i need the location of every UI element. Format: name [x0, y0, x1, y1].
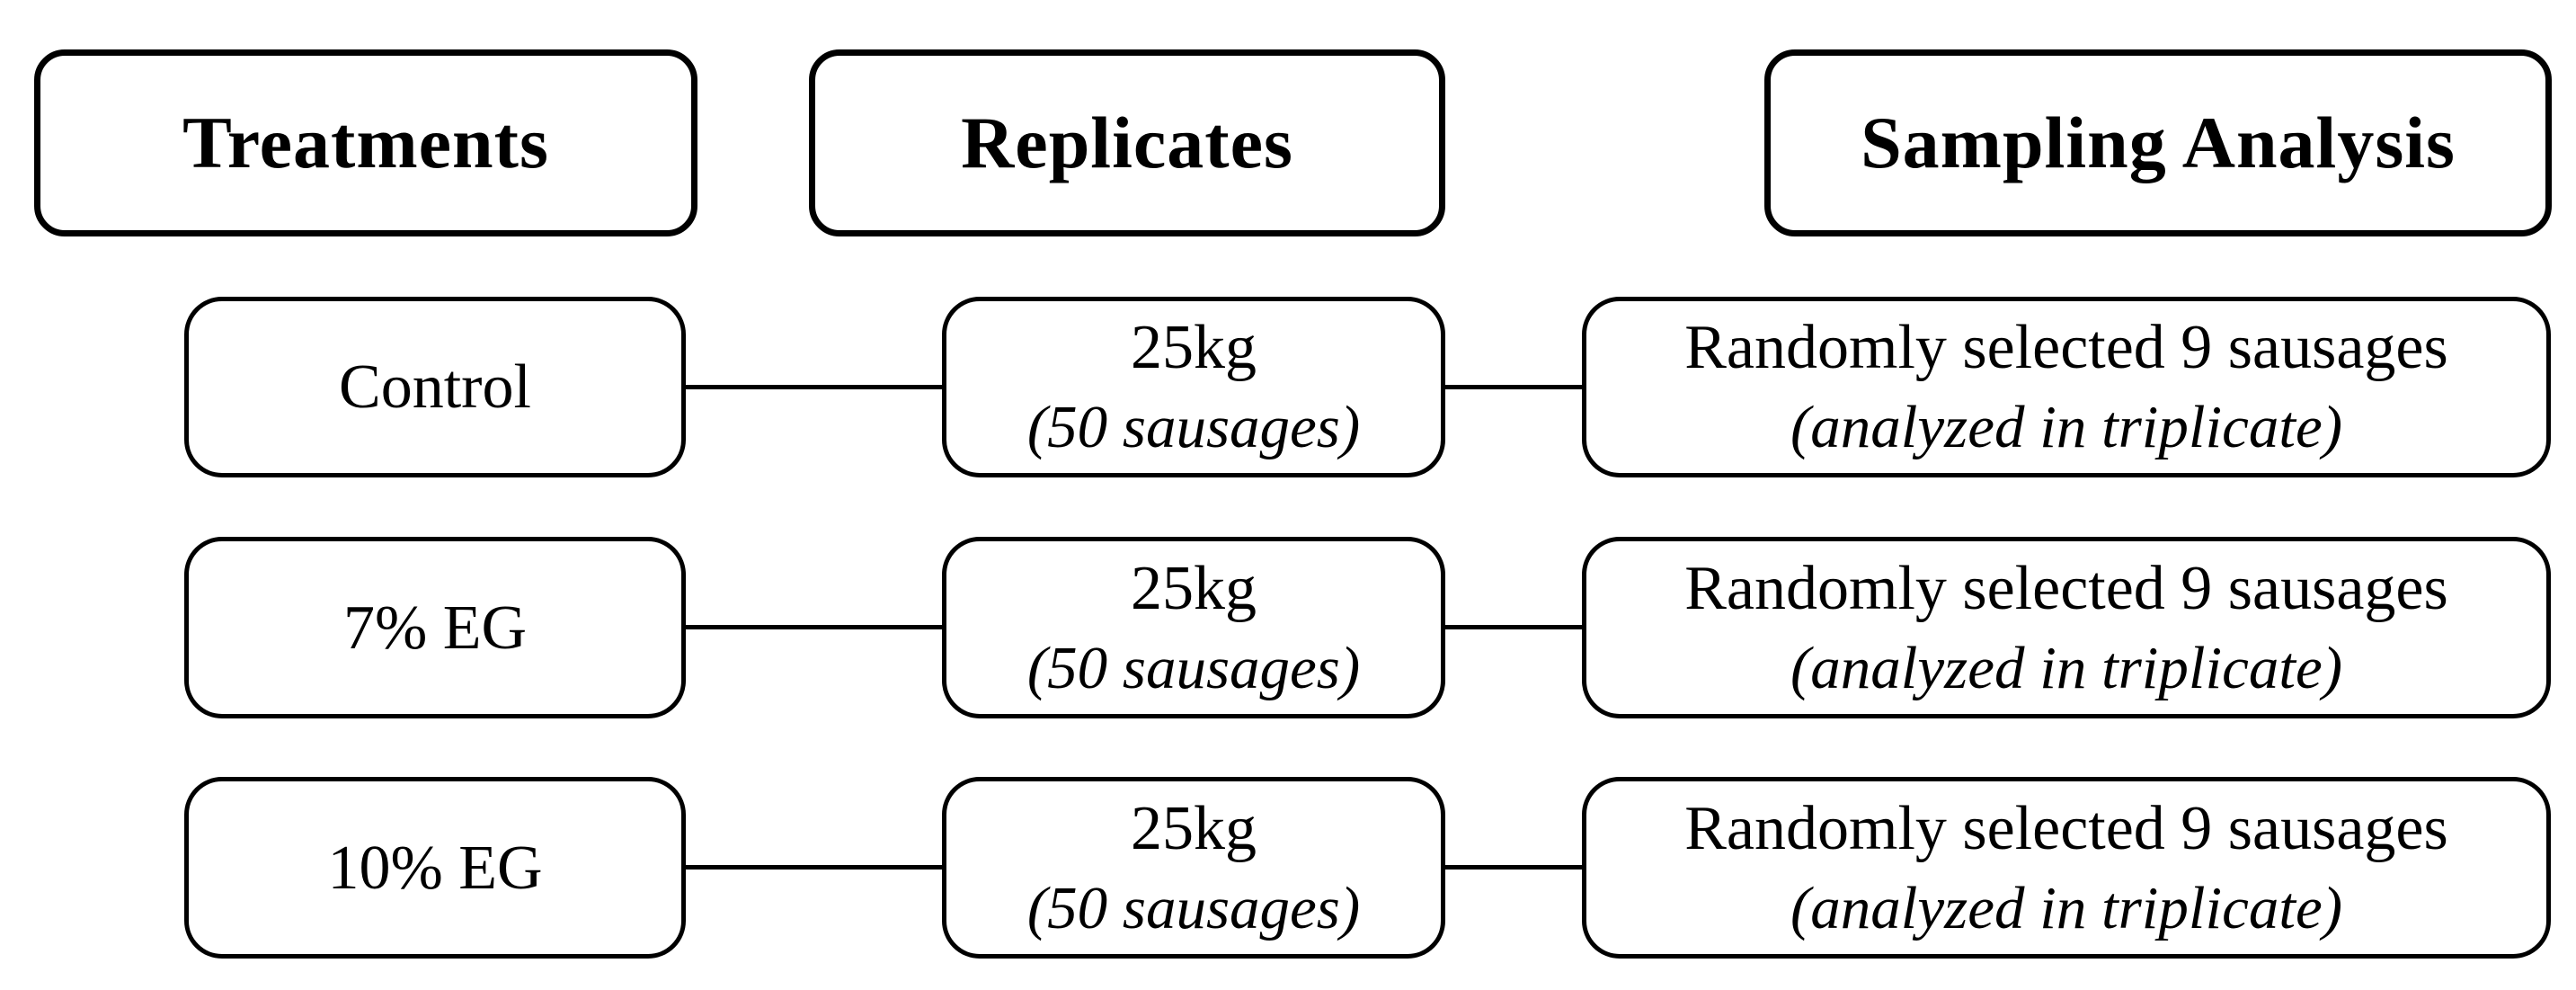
- treatment-label-1: Control: [339, 352, 531, 422]
- treatment-box-2: 7% EG: [184, 537, 686, 718]
- replicate-detail-1: (50 sausages): [1026, 394, 1361, 461]
- header-label-replicates: Replicates: [961, 102, 1293, 183]
- connector-treatment-replicate-3: [683, 865, 946, 870]
- replicate-box-3: 25kg (50 sausages): [942, 777, 1445, 959]
- sampling-detail-2: (analyzed in triplicate): [1790, 634, 2343, 701]
- replicate-detail-2: (50 sausages): [1026, 634, 1361, 701]
- replicate-amount-1: 25kg: [1131, 313, 1257, 383]
- replicate-detail-3: (50 sausages): [1026, 874, 1361, 941]
- treatment-label-2: 7% EG: [342, 593, 528, 663]
- sampling-main-2: Randomly selected 9 sausages: [1684, 553, 2448, 623]
- sampling-detail-1: (analyzed in triplicate): [1790, 394, 2343, 461]
- header-label-treatments: Treatments: [182, 102, 549, 183]
- connector-treatment-replicate-1: [683, 385, 946, 389]
- sampling-box-3: Randomly selected 9 sausages (analyzed i…: [1582, 777, 2551, 959]
- header-box-replicates: Replicates: [809, 49, 1445, 236]
- replicate-box-1: 25kg (50 sausages): [942, 297, 1445, 477]
- replicate-amount-2: 25kg: [1131, 553, 1257, 623]
- connector-replicate-sampling-1: [1443, 385, 1585, 389]
- header-box-sampling-analysis: Sampling Analysis: [1764, 49, 2552, 236]
- header-label-sampling-analysis: Sampling Analysis: [1861, 102, 2456, 183]
- sampling-box-2: Randomly selected 9 sausages (analyzed i…: [1582, 537, 2551, 718]
- treatment-box-1: Control: [184, 297, 686, 477]
- connector-treatment-replicate-2: [683, 625, 946, 629]
- replicate-box-2: 25kg (50 sausages): [942, 537, 1445, 718]
- header-box-treatments: Treatments: [34, 49, 697, 236]
- replicate-amount-3: 25kg: [1131, 793, 1257, 863]
- sampling-detail-3: (analyzed in triplicate): [1790, 874, 2343, 941]
- connector-replicate-sampling-3: [1443, 865, 1585, 870]
- treatment-box-3: 10% EG: [184, 777, 686, 959]
- connector-replicate-sampling-2: [1443, 625, 1585, 629]
- sampling-box-1: Randomly selected 9 sausages (analyzed i…: [1582, 297, 2551, 477]
- sampling-main-3: Randomly selected 9 sausages: [1684, 793, 2448, 863]
- sampling-main-1: Randomly selected 9 sausages: [1684, 313, 2448, 383]
- treatment-label-3: 10% EG: [327, 833, 543, 903]
